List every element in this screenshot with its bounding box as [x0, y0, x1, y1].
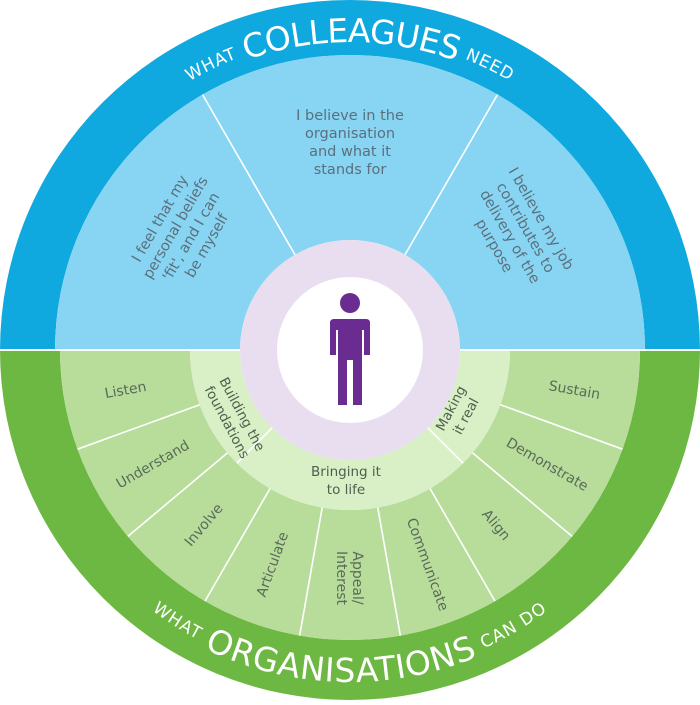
need-line: organisation	[305, 126, 395, 142]
need-line: stands for	[314, 162, 387, 178]
action-divider	[429, 488, 496, 602]
person-icon	[330, 293, 370, 405]
top-inner-band	[55, 55, 645, 350]
need-line: and what it	[309, 144, 391, 160]
need-line: I believe in the	[296, 108, 404, 124]
stage-line: to life	[327, 482, 365, 498]
action-line: Interest	[333, 551, 349, 605]
action-divider	[127, 452, 228, 538]
action-text: Appeal/Interest	[333, 551, 365, 605]
action-text: Listen	[104, 379, 148, 402]
action-divider	[204, 488, 271, 602]
action-divider	[298, 507, 324, 636]
bottom-stage-band	[190, 350, 510, 510]
stage-line: Bringing it	[311, 464, 381, 480]
stage-life-text: Bringing it to life	[311, 464, 381, 498]
top-divider-left	[201, 94, 296, 256]
stage-divider	[236, 427, 273, 464]
stage-divider	[427, 427, 464, 464]
action-line: Appeal/	[349, 551, 365, 604]
action-divider	[472, 452, 573, 538]
bottom-outer-band	[0, 350, 700, 700]
top-outer-band	[0, 0, 700, 350]
action-divider	[376, 507, 402, 636]
action-divider	[500, 403, 623, 450]
action-divider	[77, 403, 200, 450]
need-believe-text: I believe in the organisation and what it s…	[296, 108, 404, 178]
bottom-action-band	[60, 350, 640, 640]
top-divider-right	[404, 94, 499, 256]
action-line: Listen	[104, 379, 148, 402]
